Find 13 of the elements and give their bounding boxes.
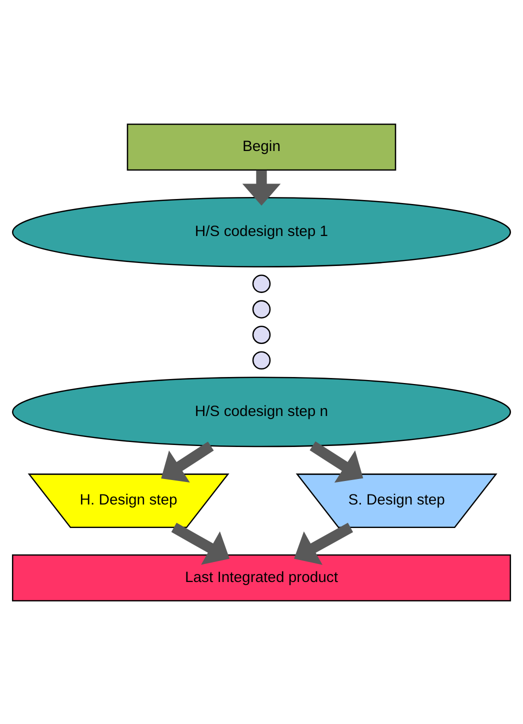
node-box: Last Integrated product	[12, 554, 512, 601]
node-circle	[252, 325, 271, 344]
node-ellipse: H/S codesign step 1	[12, 196, 512, 267]
node-circle	[252, 274, 271, 292]
node-box: Begin	[126, 123, 396, 170]
arrow	[161, 441, 214, 482]
arrow	[242, 170, 281, 206]
node-circle	[252, 350, 271, 370]
arrow	[171, 522, 230, 564]
arrow	[294, 522, 354, 564]
arrow	[310, 440, 364, 482]
node-circle	[252, 300, 271, 318]
node-ellipse: H/S codesign step n	[12, 376, 512, 447]
